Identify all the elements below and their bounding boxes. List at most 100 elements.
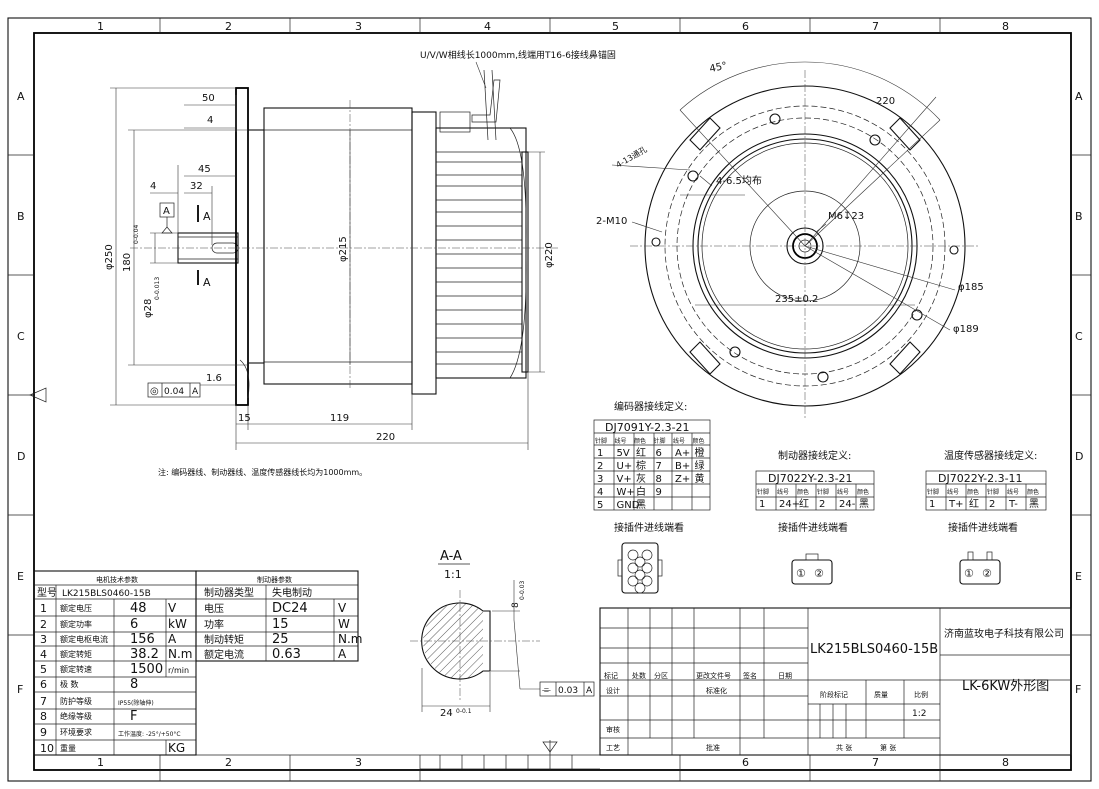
title-block: LK215BLS0460-15B 济南蓝玫电子科技有限公司 LK-6KW外形图 … [599, 607, 1072, 756]
encoder-connector-label: 接插件进线端看 [614, 521, 684, 534]
motor-param-value: 48 [130, 601, 147, 616]
encoder-header-cell: 针脚 [595, 437, 607, 445]
temp-cell: T- [1008, 499, 1018, 510]
encoder-cell: 1 [597, 448, 603, 459]
brake-param-unit: A [338, 647, 347, 661]
brake-cell: 24- [839, 499, 856, 510]
holes-4-6-5-note: 4-6.5均布 [716, 175, 762, 187]
drawing-frame [7, 17, 1092, 782]
dim-15: 15 [238, 413, 251, 424]
encoder-title: 编码器接线定义: [614, 400, 687, 413]
brake-cell: 1 [759, 499, 765, 510]
col-number-6: 6 [742, 20, 749, 33]
brake-param-value: 失电制动 [272, 586, 312, 599]
encoder-cell: 红 [636, 446, 646, 459]
brake-cell: 2 [819, 499, 825, 510]
col-number-3-bottom: 3 [355, 756, 362, 769]
temp-header-cell: 针脚 [927, 488, 939, 496]
motor-param-value: F [130, 709, 137, 724]
col-number-1-bottom: 1 [97, 756, 104, 769]
holes-4-13-note: 4-13通孔 [614, 144, 649, 170]
row-letter-e: E [17, 570, 24, 583]
thread-2-m10-note: 2-M10 [596, 216, 627, 227]
encoder-cell: 3 [597, 474, 603, 485]
temp-header-cell: 颜色 [967, 488, 979, 496]
dim-220-length: 220 [376, 432, 395, 443]
brake-param-unit: V [338, 601, 347, 615]
section-a-a: A-A 1:1 8 0-0.03 24 0-0.1 ⌯ 0.03 A [410, 549, 595, 719]
encoder-cell: 4 [597, 487, 603, 498]
dim-4-shaft: 4 [150, 181, 156, 192]
dim-phi-28: φ28 [143, 299, 154, 318]
motor-param-name: 额定电枢电流 [60, 634, 108, 644]
temp-header-cell: 颜色 [1027, 488, 1039, 496]
gdt-symmetry-datum: A [586, 686, 593, 696]
dim-119: 119 [330, 413, 349, 424]
temp-model: DJ7022Y-2.3-11 [938, 472, 1023, 485]
encoder-cell: B+ [675, 461, 690, 472]
encoder-cell: A+ [675, 448, 690, 459]
thread-m6-note: M6↧23 [828, 211, 864, 222]
dim-phi-189: φ189 [953, 324, 979, 335]
motor-param-index: 7 [40, 695, 47, 708]
motor-param-name: 重量 [60, 743, 76, 753]
motor-param-value: IP55(除轴伸) [118, 699, 154, 707]
tb-design: 设计 [606, 686, 620, 695]
row-letter-a-right: A [1075, 90, 1083, 103]
brake-header-cell: 针脚 [757, 488, 769, 496]
encoder-header-cell: 针脚 [654, 437, 666, 445]
dim-24-tolerance: 0-0.1 [456, 708, 472, 715]
tb-stage: 阶段标记 [820, 690, 848, 699]
motor-param-value: 156 [130, 632, 155, 647]
motor-front-view-dims: 45° 220 4-13通孔 4-6.5均布 2-M10 M6↧23 235±0… [596, 61, 984, 335]
row-letter-f: F [17, 683, 23, 696]
temp-connector-icon: ① ② [959, 551, 1001, 585]
row-letter-f-right: F [1075, 683, 1081, 696]
motor-param-name: 极 数 [60, 679, 79, 689]
motor-param-value: 8 [130, 677, 138, 692]
encoder-model: DJ7091Y-2.3-21 [605, 421, 690, 434]
tb-zone: 分区 [654, 671, 668, 680]
dim-180: 180 [122, 253, 133, 272]
brake-param-name: 功率 [204, 618, 224, 631]
motor-side-view-dims: 50 4 45 4 32 φ250 180 0-0.04 φ28 0-0.013… [104, 49, 616, 450]
row-letter-e-right: E [1075, 570, 1082, 583]
encoder-cell: 8 [656, 474, 662, 485]
temp-cell: T+ [948, 499, 964, 510]
encoder-cell: 白 [636, 485, 646, 498]
motor-param-index: 3 [40, 633, 47, 646]
motor-param-index: 2 [40, 618, 47, 631]
brake-cell: 红 [799, 497, 809, 510]
col-number-6-bottom: 6 [742, 756, 749, 769]
motor-param-index: 1 [40, 602, 47, 615]
col-number-2-bottom: 2 [225, 756, 232, 769]
gdt-symmetry-symbol: ⌯ [542, 683, 551, 696]
frame-row-letters: A B C D E F A B C D E F [17, 90, 1083, 696]
brake-cell: 黑 [859, 498, 869, 510]
dim-235: 235±0.2 [775, 294, 818, 305]
motor-param-unit: r/min [168, 666, 189, 675]
tb-ratio: 比例 [914, 690, 928, 699]
section-title: A-A [440, 549, 462, 564]
tb-standard: 标准化 [706, 686, 727, 695]
motor-param-name: 额定转速 [60, 664, 92, 674]
row-letter-b-right: B [1075, 210, 1083, 223]
motor-front-view [630, 70, 980, 420]
row-letter-c: C [17, 330, 25, 343]
brake-param-value: DC24 [272, 601, 308, 616]
tb-process: 工艺 [606, 744, 620, 752]
col-number-7: 7 [872, 20, 879, 33]
dim-phi-185: φ185 [958, 282, 984, 293]
brake-connector-icon: ① ② [791, 553, 833, 585]
encoder-header-cell: 颜色 [634, 437, 646, 445]
brake-pin-2: ② [814, 567, 824, 580]
dim-4-top: 4 [207, 115, 213, 126]
temp-cell: 1 [929, 499, 935, 510]
temp-header-cell: 线号 [1007, 488, 1019, 496]
brake-param-value: 15 [272, 617, 289, 632]
dim-180-tolerance: 0-0.04 [133, 224, 140, 244]
